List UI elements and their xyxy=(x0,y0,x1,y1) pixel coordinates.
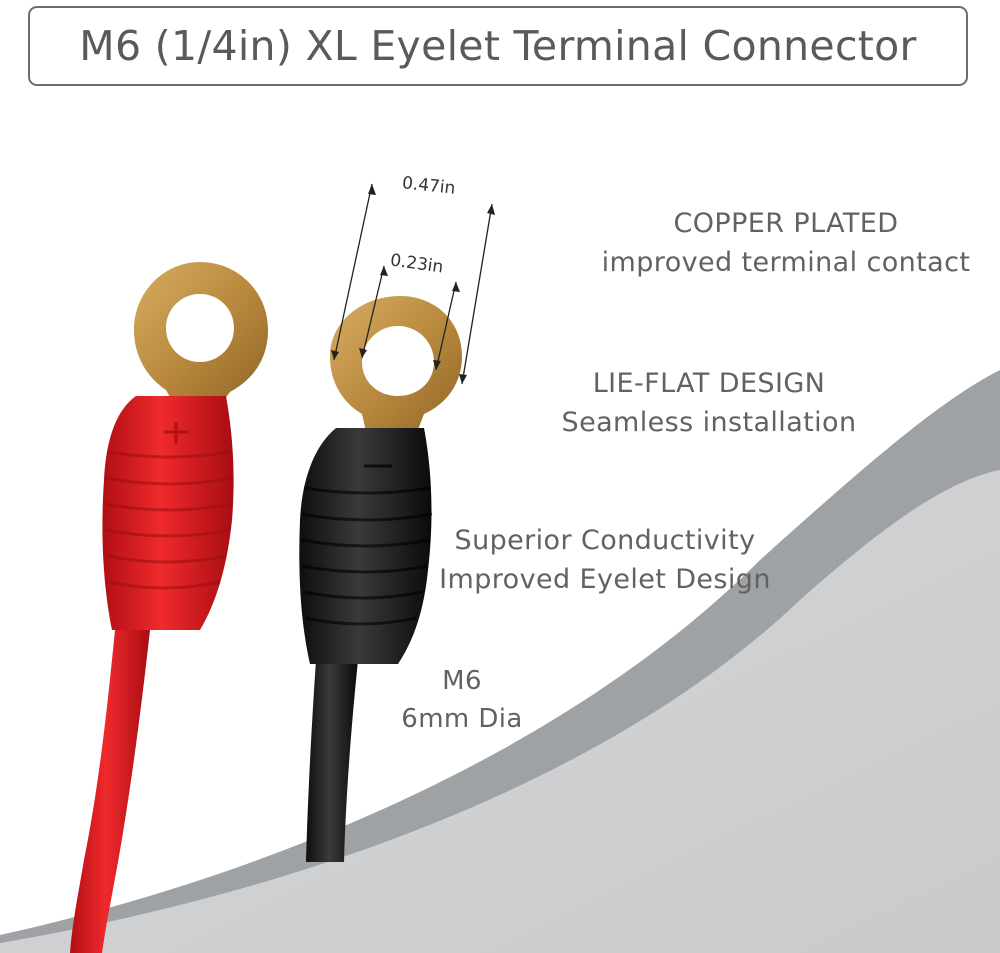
feature-detail: Seamless installation xyxy=(561,407,857,438)
black-wire xyxy=(306,660,358,862)
black-eyelet xyxy=(330,296,462,440)
feature-detail: improved terminal contact xyxy=(601,247,971,278)
feature-heading: M6 xyxy=(442,666,482,696)
dimension-arrowheads xyxy=(331,184,495,384)
black-insulator-boot xyxy=(299,428,433,664)
red-eyelet xyxy=(134,262,268,408)
feature-conductivity: Superior Conductivity Improved Eyelet De… xyxy=(438,521,772,599)
red-insulator-boot xyxy=(102,396,234,630)
red-wire xyxy=(70,630,150,953)
feature-m6-size: M6 6mm Dia xyxy=(382,662,542,738)
title-box: M6 (1/4in) XL Eyelet Terminal Connector xyxy=(28,6,968,86)
feature-copper-plated: COPPER PLATED improved terminal contact xyxy=(600,204,972,282)
feature-detail: 6mm Dia xyxy=(401,704,523,734)
feature-detail: Improved Eyelet Design xyxy=(439,564,771,595)
page-title: M6 (1/4in) XL Eyelet Terminal Connector xyxy=(79,22,917,70)
feature-lie-flat: LIE-FLAT DESIGN Seamless installation xyxy=(550,364,868,442)
feature-heading: Superior Conductivity xyxy=(454,525,756,556)
feature-heading: LIE-FLAT DESIGN xyxy=(592,368,826,399)
dimension-lines xyxy=(333,183,493,385)
background-swoosh xyxy=(0,370,1000,953)
feature-heading: COPPER PLATED xyxy=(673,208,899,239)
